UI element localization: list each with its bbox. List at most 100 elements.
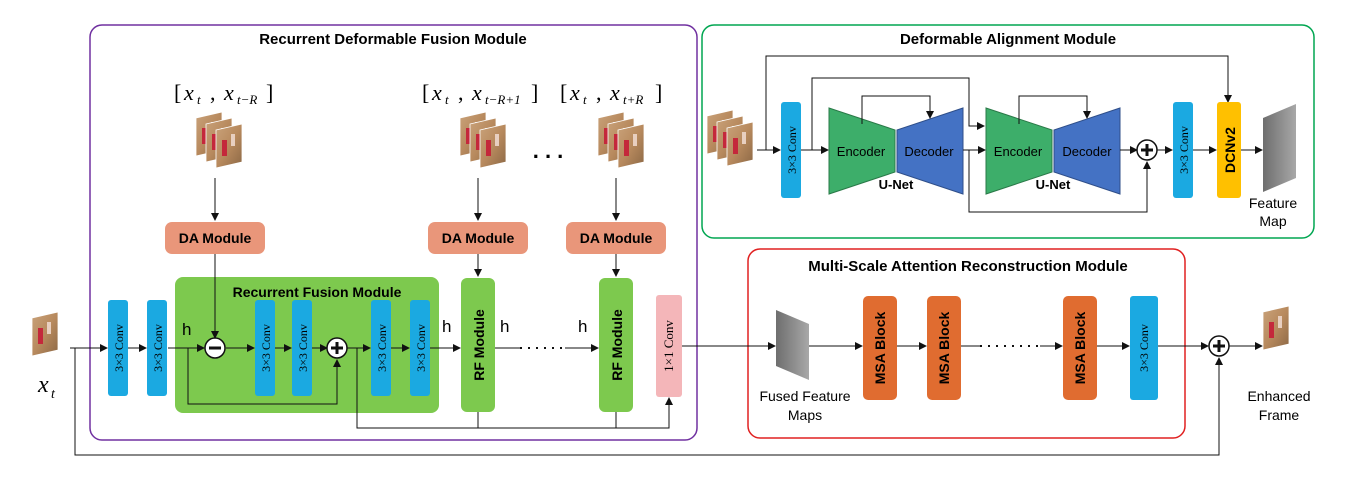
svg-text:t+R: t+R: [623, 92, 643, 107]
svg-text:,: ,: [210, 80, 216, 105]
svg-text:]: ]: [655, 80, 662, 105]
svg-text:3×3 Conv: 3×3 Conv: [259, 324, 273, 372]
svg-text:Decoder: Decoder: [904, 144, 954, 159]
svg-text:x: x: [609, 80, 620, 105]
input-pair-1-label: [ x t , x t−R ]: [174, 80, 273, 107]
svg-text:RF Module: RF Module: [471, 309, 487, 381]
add-op-1: [326, 337, 348, 359]
msar-conv: 3×3 Conv: [1130, 296, 1158, 400]
fused-label-1: Fused Feature: [759, 388, 850, 404]
msa-block-2: MSA Block: [927, 296, 961, 400]
svg-text:x: x: [183, 80, 194, 105]
h-label-1: h: [182, 320, 191, 339]
svg-text:t−R+1: t−R+1: [485, 92, 521, 107]
msar-box: [747, 248, 1186, 439]
svg-text:3×3 Conv: 3×3 Conv: [414, 324, 428, 372]
svg-text:t: t: [583, 92, 587, 107]
dam-conv-1: 3×3 Conv: [781, 102, 801, 198]
feature-map-shape: [1263, 104, 1296, 192]
conv-block-6: 3×3 Conv: [410, 300, 430, 396]
da-module-1-label: DA Module: [179, 230, 252, 246]
dam-input-frames: [707, 110, 753, 166]
conv-block-4: 3×3 Conv: [292, 300, 312, 396]
svg-text:]: ]: [531, 80, 538, 105]
svg-text:3×3 Conv: 3×3 Conv: [151, 324, 165, 372]
rf-module-1: RF Module: [461, 278, 495, 412]
rdfm-box: [89, 24, 698, 441]
svg-text:3×3 Conv: 3×3 Conv: [296, 324, 310, 372]
svg-text:Encoder: Encoder: [837, 144, 886, 159]
fused-feature-maps-shape: [776, 310, 809, 380]
da-module-2: [428, 222, 528, 254]
svg-text:Decoder: Decoder: [1062, 144, 1112, 159]
svg-text:MSA Block: MSA Block: [1072, 311, 1088, 384]
svg-text:[: [: [422, 80, 429, 105]
svg-text:3×3 Conv: 3×3 Conv: [112, 324, 126, 372]
h-label-4: h: [578, 317, 587, 336]
svg-text:[: [: [174, 80, 181, 105]
ellipsis-top: . . .: [533, 138, 564, 163]
msa-block-3: MSA Block: [1063, 296, 1097, 400]
svg-text:t−R: t−R: [237, 92, 257, 107]
svg-text:Encoder: Encoder: [994, 144, 1043, 159]
input-pair-3-label: [ x t , x t+R ]: [560, 80, 662, 107]
unet-label-2: U-Net: [1036, 177, 1071, 192]
svg-text:MSA Block: MSA Block: [936, 311, 952, 384]
dam-conv-2: 3×3 Conv: [1173, 102, 1193, 198]
frame-stack-1: [196, 112, 242, 168]
add-op-3: [1208, 335, 1230, 357]
input-pair-2-label: [ x t , x t−R+1 ]: [422, 80, 538, 107]
conv-block-5: 3×3 Conv: [371, 300, 391, 396]
svg-text:x: x: [223, 80, 234, 105]
conv-block-2: 3×3 Conv: [147, 300, 167, 396]
svg-text:3×3 Conv: 3×3 Conv: [1137, 324, 1151, 372]
feature-map-label-1: Feature: [1249, 195, 1297, 211]
svg-text:x: x: [37, 372, 49, 398]
rf-module-2: RF Module: [599, 278, 633, 412]
da-module-1: [165, 222, 265, 254]
svg-text:t: t: [51, 387, 56, 402]
input-frame-xt: [31, 311, 59, 357]
da-module-2-label: DA Module: [442, 230, 515, 246]
svg-text:3×3 Conv: 3×3 Conv: [375, 324, 389, 372]
conv-block-1: 3×3 Conv: [108, 300, 128, 396]
msa-block-1: MSA Block: [863, 296, 897, 400]
rfm-title: Recurrent Fusion Module: [233, 284, 402, 300]
dcnv2-block: DCNv2: [1217, 102, 1241, 198]
rdfm-title: Recurrent Deformable Fusion Module: [259, 31, 527, 48]
svg-text:x: x: [471, 80, 482, 105]
conv-block-3: 3×3 Conv: [255, 300, 275, 396]
decoder-2: Decoder: [1053, 107, 1121, 195]
svg-text:]: ]: [266, 80, 273, 105]
xt-label: x t: [37, 372, 56, 402]
encoder-1: Encoder: [828, 107, 896, 195]
svg-text:t: t: [197, 92, 201, 107]
dam-box: [701, 24, 1315, 239]
conv1x1-block: 1×1 Conv: [656, 295, 682, 397]
decoder-1: Decoder: [896, 107, 964, 195]
svg-text:MSA Block: MSA Block: [872, 311, 888, 384]
dam-title: Deformable Alignment Module: [900, 31, 1116, 48]
svg-text:,: ,: [458, 80, 464, 105]
svg-text:3×3 Conv: 3×3 Conv: [785, 126, 799, 174]
svg-text:x: x: [431, 80, 442, 105]
enhanced-frame: [1262, 305, 1290, 351]
svg-text:[: [: [560, 80, 567, 105]
svg-text:DCNv2: DCNv2: [1222, 127, 1238, 173]
h-label-2: h: [442, 317, 451, 336]
svg-text:t: t: [445, 92, 449, 107]
fused-label-2: Maps: [788, 407, 822, 423]
frame-stack-3: [598, 112, 644, 168]
da-module-3: [566, 222, 666, 254]
encoder-2: Encoder: [985, 107, 1053, 195]
h-label-3: h: [500, 317, 509, 336]
enhanced-label-1: Enhanced: [1247, 388, 1310, 404]
add-op-2: [1136, 139, 1158, 161]
subtract-op: [204, 337, 226, 359]
svg-text:RF Module: RF Module: [609, 309, 625, 381]
svg-text:3×3 Conv: 3×3 Conv: [1177, 126, 1191, 174]
frame-stack-2: [460, 112, 506, 168]
unet-label-1: U-Net: [879, 177, 914, 192]
msar-title: Multi-Scale Attention Reconstruction Mod…: [808, 258, 1127, 275]
